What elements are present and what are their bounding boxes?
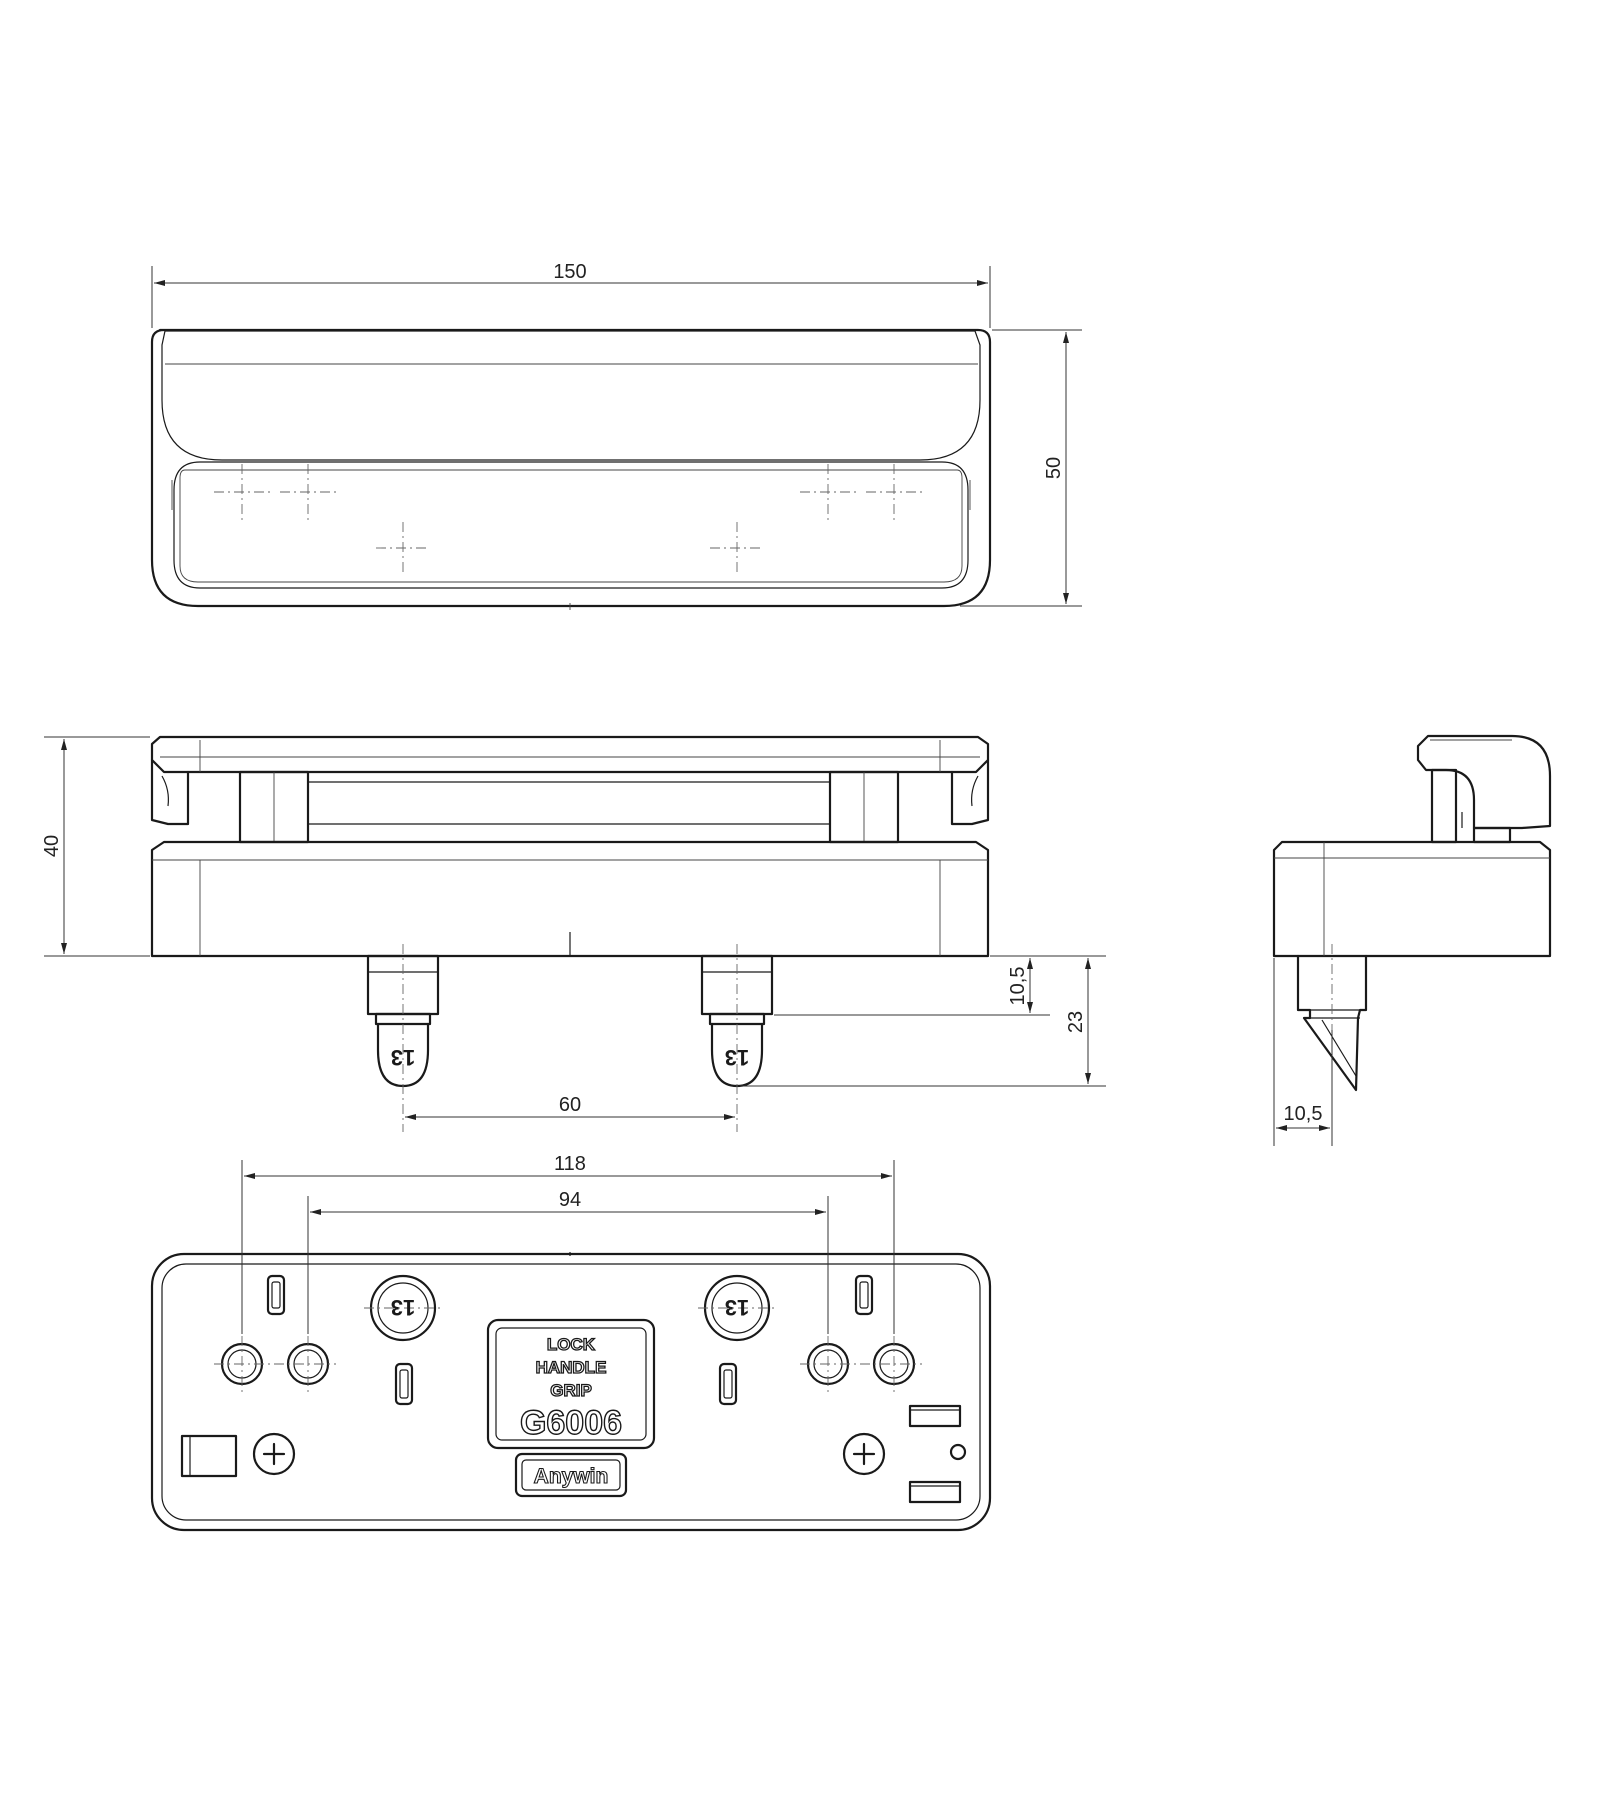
bottom-view-pin-head-left: 13 [364,1274,442,1342]
dim-40: 40 [41,736,150,957]
dim-10-5-pin: 10,5 [774,955,1106,1016]
label-plate: LOCK HANDLE GRIP G6006 [486,1318,656,1450]
side-view-stem [1430,768,1458,844]
label-model: G6006 [520,1404,622,1442]
front-view-handle-bar [150,735,990,774]
bottom-view-right-features [908,1404,967,1504]
bottom-view-slots [266,1274,874,1406]
dim-60: 60 [405,1094,735,1120]
pin-head-marking-right: 13 [725,1295,749,1320]
screw-right [842,1432,886,1476]
dim-10-5-side: 10,5 [1273,958,1333,1146]
dim-118: 118 [241,1153,895,1334]
side-view: 10,5 [1272,734,1552,1146]
pin-head-marking-left: 13 [391,1295,415,1320]
top-view-centre-marks [214,464,922,574]
label-line-3: GRIP [550,1381,592,1400]
dim-50-label: 50 [1043,457,1065,479]
dim-23: 23 [740,958,1106,1087]
dim-23-label: 23 [1065,1011,1087,1033]
bottom-view-pin-head-right: 13 [698,1274,776,1342]
dim-50: 50 [960,329,1082,607]
screw-left [252,1432,296,1476]
dim-60-label: 60 [559,1094,581,1116]
label-line-1: LOCK [547,1335,596,1354]
top-view-recess [173,461,969,589]
top-view-lid [161,330,981,461]
front-view: 13 13 40 10,5 23 [41,735,1106,1132]
dim-94: 94 [307,1189,829,1334]
dim-150: 150 [151,261,991,328]
dim-94-label: 94 [559,1189,581,1211]
dim-10-5-pin-label: 10,5 [1007,967,1029,1006]
brand-name: Anywin [534,1465,609,1488]
bottom-view-left-tab [180,1434,238,1478]
top-view: 150 50 [150,261,1082,610]
dim-150-label: 150 [553,261,586,283]
side-view-cap [1416,734,1552,830]
dim-10-5-side-label: 10,5 [1284,1103,1323,1125]
brand-plate: Anywin [514,1452,628,1498]
bottom-view: 13 13 LOCK HANDLE GRIP G6006 Anywin [150,1153,992,1532]
bottom-view-outline [150,1252,992,1532]
dim-40-label: 40 [41,835,63,857]
side-view-base [1272,840,1552,958]
top-view-outline [150,328,992,608]
front-view-base [150,840,990,958]
label-line-2: HANDLE [536,1358,607,1377]
bottom-view-holes [214,1336,922,1394]
dim-118-label: 118 [554,1153,586,1175]
